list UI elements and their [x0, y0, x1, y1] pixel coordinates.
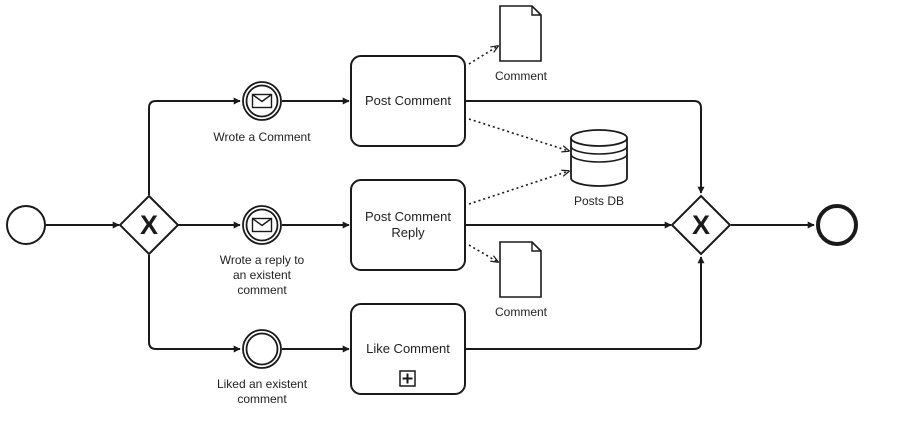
task-label-line-2: Reply [391, 225, 425, 240]
association-post-comment-to-comment[interactable] [468, 46, 498, 65]
gateway-x-marker: X [140, 210, 158, 240]
gateway-diamond-shape [118, 194, 180, 256]
exclusive-gateway-split[interactable]: X [118, 194, 180, 256]
event-label-line-1: Wrote a reply to [220, 253, 305, 267]
event-label-line-2: comment [237, 392, 287, 406]
exclusive-gateway-join[interactable]: X [670, 194, 732, 256]
document-fold [531, 242, 541, 252]
data-object-label: Comment [495, 305, 548, 319]
envelope-icon [251, 93, 273, 109]
document-icon [499, 241, 542, 298]
task-post-comment-reply[interactable]: Post Comment Reply [350, 179, 466, 271]
data-object-comment-bottom[interactable]: Comment [495, 241, 548, 319]
task-post-comment[interactable]: Post Comment [350, 55, 466, 147]
event-wrote-reply[interactable]: Wrote a reply to an existent comment [220, 205, 305, 297]
flow-post-comment-to-join[interactable] [465, 100, 705, 194]
envelope-icon [251, 217, 273, 233]
task-box [350, 55, 466, 147]
data-associations [468, 46, 569, 262]
start-event[interactable] [6, 205, 46, 245]
data-object-comment-top[interactable]: Comment [495, 5, 548, 83]
event-inner-ring [245, 208, 279, 242]
event-liked-comment[interactable]: Liked an existent comment [217, 329, 308, 406]
task-label: Like Comment [366, 341, 450, 356]
event-label-line-1: Liked an existent [217, 377, 308, 391]
event-outer-ring [242, 329, 282, 369]
sequence-flows [46, 97, 815, 353]
gateway-x-marker: X [692, 210, 710, 240]
flow-like-comment-to-join[interactable] [465, 256, 705, 350]
flow-split-to-wrote-comment[interactable] [148, 97, 241, 195]
database-icon-ring-1 [570, 145, 628, 155]
document-icon [499, 5, 542, 62]
event-inner-ring [245, 84, 279, 118]
gateway-diamond-shape [670, 194, 732, 256]
database-icon-top [570, 129, 628, 147]
document-fold [531, 6, 541, 16]
event-wrote-comment[interactable]: Wrote a Comment [213, 81, 311, 144]
event-inner-ring [245, 332, 279, 366]
data-store-posts-db[interactable]: Posts DB [570, 129, 628, 208]
association-post-reply-to-posts-db[interactable] [468, 171, 569, 205]
task-label-line-1: Post Comment [365, 209, 451, 224]
task-like-comment[interactable]: Like Comment [350, 303, 466, 395]
task-box [350, 179, 466, 271]
event-label-line-2: an existent [233, 268, 292, 282]
collapsed-subprocess-plus-icon[interactable] [399, 370, 416, 387]
data-object-label: Comment [495, 69, 548, 83]
database-icon-ring-2 [570, 153, 628, 163]
end-event[interactable] [816, 204, 858, 246]
association-post-reply-to-comment[interactable] [468, 244, 498, 262]
task-label: Post Comment [365, 93, 451, 108]
association-post-comment-to-posts-db[interactable] [468, 118, 569, 151]
event-label-line-3: comment [237, 283, 287, 297]
task-box [350, 303, 466, 395]
data-store-label: Posts DB [574, 194, 624, 208]
event-label: Wrote a Comment [213, 130, 311, 144]
flow-split-to-liked-comment[interactable] [148, 255, 241, 353]
